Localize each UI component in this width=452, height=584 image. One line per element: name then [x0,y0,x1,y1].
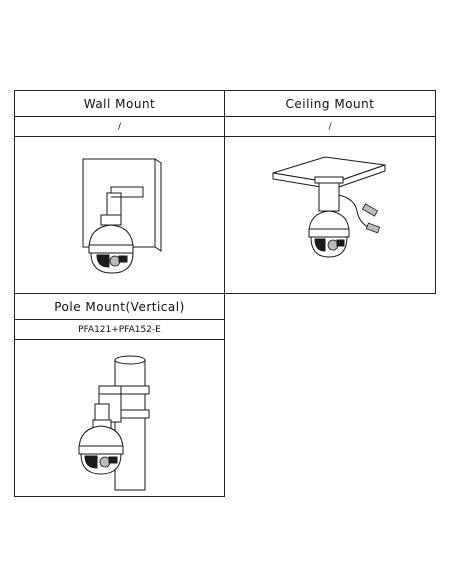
wall-mount-illustration-cell [14,136,225,294]
pole-mount-title-cell: Pole Mount(Vertical) [14,293,225,320]
pole-mount-illustration [78,355,150,491]
pole-mount-title: Pole Mount(Vertical) [54,299,185,314]
ceiling-mount-illustration-cell [224,136,436,294]
wall-mount-illustration [82,158,162,274]
wall-mount-accessory: / [117,121,122,132]
pole-mount-accessory: PFA121+PFA152-E [78,324,161,335]
ceiling-mount-accessory-cell: / [224,116,436,137]
ceiling-mount-title: Ceiling Mount [285,96,375,111]
pole-mount-accessory-cell: PFA121+PFA152-E [14,319,225,340]
ceiling-mount-title-cell: Ceiling Mount [224,90,436,117]
pole-mount-illustration-cell [14,339,225,497]
ceiling-mount-accessory: / [328,121,332,132]
wall-mount-title-cell: Wall Mount [14,90,225,117]
wall-mount-title: Wall Mount [83,96,156,111]
wall-mount-accessory-cell: / [14,116,225,137]
ceiling-mount-illustration [272,156,386,258]
